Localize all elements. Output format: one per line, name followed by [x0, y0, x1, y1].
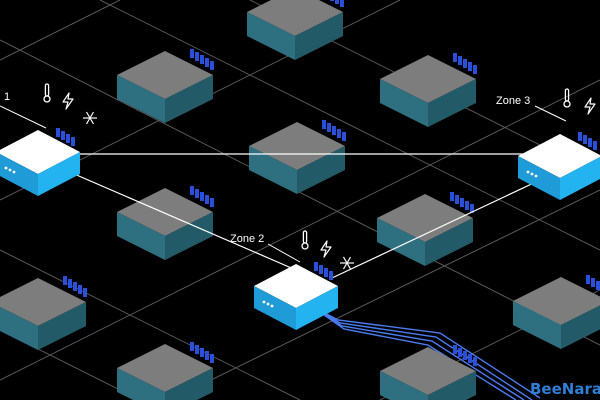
- lightning-icon: [320, 240, 332, 258]
- zone-2-label: Zone 2: [230, 233, 264, 245]
- server-rack: [0, 276, 87, 350]
- server-rack: [117, 342, 214, 400]
- connection-line: [64, 169, 297, 271]
- zone-2-server: [254, 262, 338, 330]
- zone-connections: [64, 153, 541, 279]
- zone-2-leader-line: [267, 243, 301, 263]
- server-rack: [249, 120, 346, 194]
- thermometer-icon: [43, 83, 51, 103]
- lightning-icon: [62, 92, 74, 110]
- server-rack: [377, 192, 474, 266]
- server-rack: [380, 345, 477, 400]
- snowflake-icon: [339, 256, 355, 270]
- server-rack: [117, 186, 214, 260]
- zone-1-label: 1: [4, 91, 10, 103]
- zone-2-group[interactable]: Zone 2: [230, 230, 355, 330]
- snowflake-icon: [82, 111, 98, 125]
- server-rack: [380, 53, 477, 127]
- zone-3-leader-line: [534, 105, 567, 122]
- zone-3-group[interactable]: Zone 3: [496, 88, 600, 200]
- zone-1-leader-line: [0, 105, 47, 129]
- lightning-icon: [584, 97, 596, 115]
- server-rack: [247, 0, 344, 60]
- zone-1-group[interactable]: 1: [0, 83, 98, 196]
- thermometer-icon: [563, 88, 571, 108]
- watermark: BeeNara: [530, 380, 600, 398]
- thermometer-icon: [301, 230, 309, 250]
- zone-3-server: [518, 132, 600, 200]
- server-rack: [117, 49, 214, 123]
- zone-3-label: Zone 3: [496, 95, 530, 107]
- connection-line: [331, 179, 541, 279]
- zone-1-server: [0, 128, 80, 196]
